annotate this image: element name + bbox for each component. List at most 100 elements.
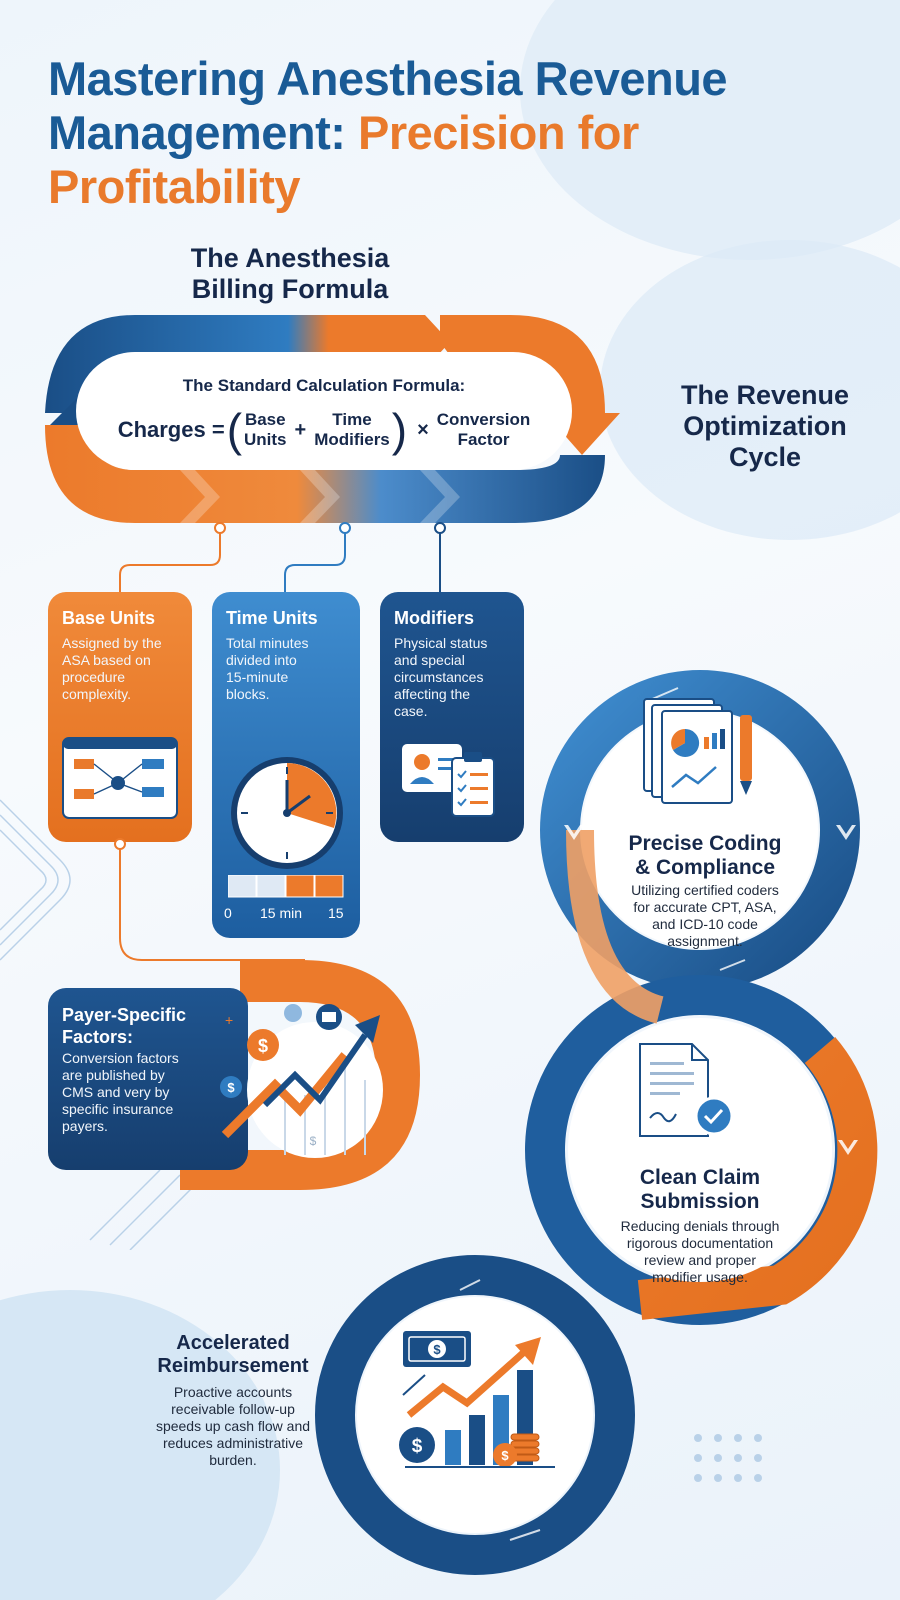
formula-charges: Charges = bbox=[117, 417, 225, 442]
cycle-heading-line: The Revenue bbox=[680, 380, 850, 410]
title-line-3: Profitability bbox=[48, 160, 301, 213]
svg-text:$: $ bbox=[501, 1448, 509, 1463]
coding-documents-icon bbox=[643, 698, 752, 804]
card-text-line: CMS and very by bbox=[62, 1084, 170, 1100]
cycle-step-text: Utilizing certified coders for accurate … bbox=[598, 882, 812, 950]
formula-time-line: Modifiers bbox=[314, 430, 390, 449]
cycle-step-text: Reducing denials through rigorous docume… bbox=[580, 1218, 820, 1286]
step-title-line: Submission bbox=[640, 1190, 760, 1213]
title-line-2b: Precision for bbox=[358, 106, 639, 159]
svg-text:$: $ bbox=[310, 1134, 317, 1148]
connector-lines bbox=[119, 522, 446, 595]
formula-base-line: Units bbox=[244, 430, 287, 449]
formula-paren-close: ) bbox=[391, 404, 408, 456]
step-text-line: Utilizing certified coders bbox=[631, 882, 779, 898]
card-time-units: Time Units Total minutes divided into 15… bbox=[212, 592, 360, 938]
clock-icon bbox=[231, 757, 343, 869]
card-title-line: Payer-Specific bbox=[62, 1005, 187, 1025]
card-text-line: case. bbox=[394, 703, 428, 719]
step-title-line: Accelerated bbox=[176, 1332, 290, 1354]
card-text-line: procedure bbox=[62, 669, 126, 685]
card-title: Time Units bbox=[226, 608, 318, 628]
cycle-step-title: Precise Coding & Compliance bbox=[600, 832, 810, 880]
svg-text:$: $ bbox=[258, 1036, 268, 1056]
card-title: Modifiers bbox=[394, 608, 475, 628]
formula-heading-line: Billing Formula bbox=[191, 274, 389, 304]
formula-time-line: Time bbox=[332, 410, 372, 429]
patient-chart-icon bbox=[402, 744, 495, 817]
svg-text:$: $ bbox=[227, 1080, 235, 1095]
card-text: Physical status and special circumstance… bbox=[394, 635, 487, 720]
formula-heading: The Anesthesia Billing Formula bbox=[150, 243, 430, 305]
step-text-line: receivable follow-up bbox=[171, 1401, 295, 1417]
formula-conv-line: Conversion bbox=[436, 410, 531, 429]
card-text-line: Conversion factors bbox=[62, 1050, 179, 1066]
step-text-line: for accurate CPT, ASA, bbox=[633, 899, 777, 915]
card-text-line: 15-minute bbox=[226, 669, 289, 685]
card-text-line: divided into bbox=[226, 652, 297, 668]
card-text-line: are published by bbox=[62, 1067, 165, 1083]
connector-line-payer bbox=[114, 838, 305, 961]
step-text-line: burden. bbox=[209, 1452, 257, 1468]
card-modifiers: Modifiers Physical status and special ci… bbox=[380, 592, 524, 842]
cycle-step-text: Proactive accounts receivable follow-up … bbox=[118, 1384, 348, 1469]
title-line-1: Mastering Anesthesia Revenue bbox=[48, 52, 728, 105]
page-title: Mastering Anesthesia Revenue Management:… bbox=[48, 52, 868, 214]
cycle-heading-line: Cycle bbox=[728, 442, 802, 472]
growth-chart-icon: $ $ $ + bbox=[220, 1004, 383, 1158]
time-block-bar bbox=[228, 875, 344, 898]
cycle-step-title: Accelerated Reimbursement bbox=[128, 1332, 338, 1378]
step-text-line: and ICD-10 code bbox=[652, 916, 758, 932]
step-title-line: & Compliance bbox=[634, 856, 776, 879]
flowchart-screen-icon bbox=[62, 737, 178, 819]
step-text-line: speeds up cash flow and bbox=[155, 1418, 311, 1434]
formula-label: The Standard Calculation Formula: bbox=[182, 376, 466, 395]
step-text-line: modifier usage. bbox=[652, 1269, 748, 1285]
cycle-heading: The Revenue Optimization Cycle bbox=[640, 380, 890, 473]
formula-heading-line: The Anesthesia bbox=[190, 243, 390, 273]
step-text-line: rigorous documentation bbox=[626, 1235, 774, 1251]
step-text-line: Proactive accounts bbox=[173, 1384, 293, 1400]
card-text-line: payers. bbox=[62, 1118, 108, 1134]
reimbursement-growth-icon: $ $ $ bbox=[399, 1331, 555, 1468]
card-text: Assigned by the ASA based on procedure c… bbox=[62, 635, 162, 703]
cycle-step-title: Clean Claim Submission bbox=[600, 1166, 800, 1214]
scale-label-end: 15 bbox=[328, 905, 344, 921]
card-text: Conversion factors are published by CMS … bbox=[62, 1050, 179, 1135]
cycle-heading-line: Optimization bbox=[683, 411, 847, 441]
card-title-line: Factors: bbox=[62, 1027, 134, 1047]
formula-base-line: Base bbox=[244, 410, 286, 429]
card-text-line: Total minutes bbox=[226, 635, 309, 651]
step-title-line: Reimbursement bbox=[157, 1355, 309, 1377]
card-text-line: complexity. bbox=[62, 686, 131, 702]
formula-conv-line: Factor bbox=[457, 430, 510, 449]
card-text-line: Assigned by the bbox=[62, 635, 162, 651]
svg-text:$: $ bbox=[412, 1436, 423, 1457]
svg-text:$: $ bbox=[433, 1342, 441, 1357]
step-title-line: Clean Claim bbox=[639, 1166, 761, 1189]
scale-label-mid: 15 min bbox=[260, 905, 303, 921]
claim-document-check-icon bbox=[639, 1043, 734, 1137]
card-text-line: ASA based on bbox=[62, 652, 151, 668]
card-text-line: specific insurance bbox=[62, 1101, 174, 1117]
card-title: Base Units bbox=[62, 608, 156, 628]
revenue-cycle-rings bbox=[315, 670, 878, 1575]
decorative-lines bbox=[89, 1169, 201, 1250]
title-line-2a: Management: bbox=[48, 106, 358, 159]
decorative-dot-grid bbox=[694, 1434, 762, 1482]
card-text-line: blocks. bbox=[226, 686, 270, 702]
formula-box: The Standard Calculation Formula: Charge… bbox=[76, 352, 572, 470]
step-text-line: Reducing denials through bbox=[620, 1218, 780, 1234]
step-title-line: Precise Coding bbox=[628, 832, 782, 855]
decorative-lines bbox=[0, 799, 71, 961]
svg-text:+: + bbox=[225, 1012, 233, 1028]
formula-plus: + bbox=[294, 418, 307, 441]
step-text-line: review and proper bbox=[643, 1252, 757, 1268]
step-text-line: assignment. bbox=[667, 933, 743, 949]
formula-paren-open: ( bbox=[226, 404, 243, 456]
card-text: Total minutes divided into 15-minute blo… bbox=[226, 635, 308, 703]
card-text-line: circumstances bbox=[394, 669, 484, 685]
